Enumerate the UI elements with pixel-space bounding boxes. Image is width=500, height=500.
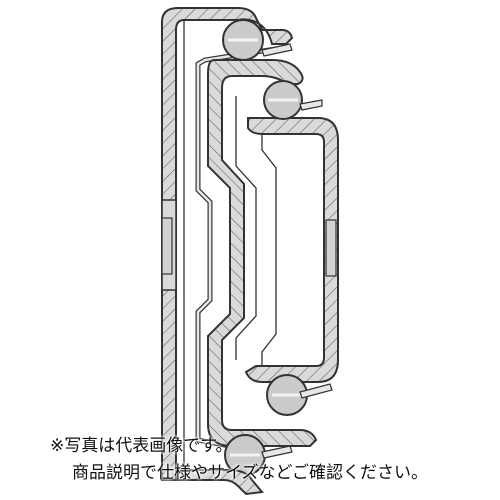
inner-rail-slot <box>325 219 337 277</box>
retainer-tab-mid <box>299 99 323 111</box>
ball-retainer-core <box>196 46 283 448</box>
inner-rail-edge <box>261 134 277 366</box>
notice-check-specs: 商品説明で仕様やサイズなどご確認ください。 <box>72 463 428 483</box>
retainer-tab-low <box>299 383 333 399</box>
retainer-tab-bottom <box>261 445 293 459</box>
outer-rail-slot <box>161 217 173 275</box>
notice-representative-image: ※写真は代表画像です。 <box>50 436 233 456</box>
retainer-tab-top <box>261 43 293 57</box>
intermediate-rail <box>207 59 318 447</box>
inner-rail <box>244 117 339 383</box>
outer-rail <box>161 7 294 481</box>
intermediate-inner-edge <box>235 96 257 360</box>
outer-rail-bottom-lip <box>175 469 264 496</box>
